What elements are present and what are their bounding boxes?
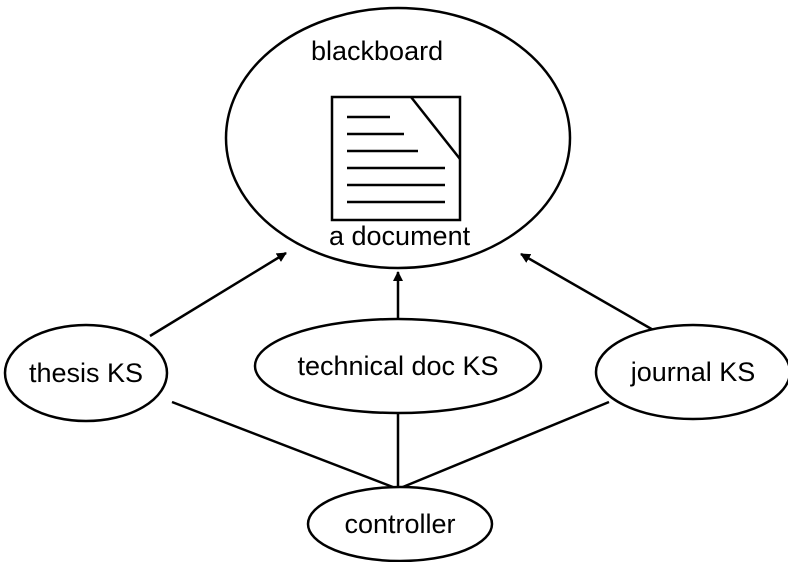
journal-ks-label: journal KS: [630, 357, 756, 387]
thesis-ks-ellipse: [3, 323, 169, 423]
controller-label: controller: [344, 509, 455, 539]
journal-to-blackboard-arrow: [520, 252, 656, 333]
journal-to-controller-line: [397, 400, 610, 491]
blackboard-title: blackboard: [311, 36, 443, 66]
technical-doc-ks-ellipse: [253, 317, 543, 415]
document-label: a document: [329, 221, 471, 251]
thesis-to-blackboard-arrow: [149, 251, 287, 338]
blackboard-ellipse: [224, 6, 572, 270]
journal-ks-ellipse: [594, 323, 788, 421]
thesis-to-controller-line: [171, 400, 399, 491]
thesis-ks-label: thesis KS: [29, 358, 143, 388]
technical-doc-ks-label: technical doc KS: [297, 351, 498, 381]
document-icon: [330, 95, 462, 222]
controller-ellipse: [306, 485, 494, 563]
